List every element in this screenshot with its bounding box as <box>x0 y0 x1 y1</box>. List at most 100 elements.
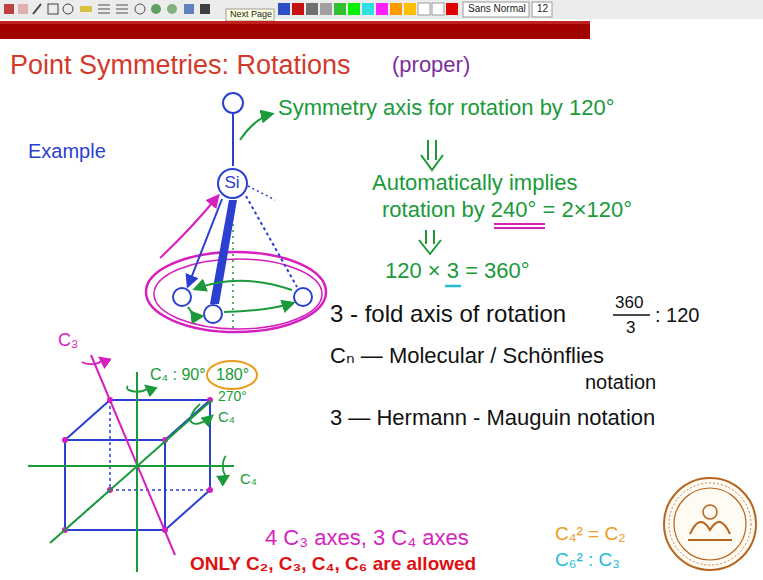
atom-circle: Si <box>217 168 248 199</box>
toolbar <box>0 0 763 19</box>
sio4-tetrahedron <box>204 305 222 323</box>
toolbar <box>348 3 360 15</box>
underline <box>613 314 650 316</box>
equation: C₆² : C₃ <box>555 549 620 571</box>
sio4-tetrahedron <box>246 196 297 287</box>
toolbar <box>532 2 552 17</box>
toolbar <box>116 5 128 13</box>
toolbar <box>418 3 430 15</box>
annotation: (proper) <box>392 52 470 77</box>
implies-arrow <box>421 140 443 170</box>
angle-label: 270° <box>218 388 247 404</box>
font-name: Sans Normal <box>468 3 526 15</box>
sio4-tetrahedron <box>248 186 275 200</box>
cube <box>50 400 212 543</box>
sio4-tetrahedron <box>195 281 292 290</box>
toolbar <box>184 4 194 14</box>
toolbar <box>432 3 444 15</box>
annotation: Symmetry axis for rotation by 120° <box>278 95 614 120</box>
toolbar <box>98 5 110 13</box>
sio4-tetrahedron <box>210 200 237 304</box>
toolbar <box>226 9 274 21</box>
toolbar <box>135 4 145 14</box>
fraction-part: 3 <box>626 318 635 338</box>
toolbar <box>446 3 458 15</box>
slide-title: Point Symmetries: Rotations <box>10 50 351 81</box>
toolbar <box>167 4 177 14</box>
institute-seal <box>688 539 732 541</box>
angle-label: 180° <box>216 366 249 384</box>
fraction-part: 360 <box>615 293 643 313</box>
cube <box>136 372 138 572</box>
toolbar <box>404 3 416 15</box>
toolbar <box>362 3 374 15</box>
cube <box>190 404 212 424</box>
cube <box>207 487 213 493</box>
axis-label: C₄ : 90° <box>150 366 206 384</box>
sio4-tetrahedron <box>160 196 218 258</box>
annotation: rotation by 240° = 2×120° <box>382 197 632 222</box>
atom-symbol: Si <box>224 174 239 193</box>
sio4-tetrahedron <box>294 288 312 306</box>
toolbar <box>18 4 28 14</box>
toolbar <box>292 3 304 15</box>
toolbar <box>48 4 58 14</box>
toolbar <box>376 3 388 15</box>
toolbar <box>33 4 41 14</box>
cube <box>207 361 257 389</box>
toolbar <box>334 3 346 15</box>
conclusion: ONLY C₂, C₃, C₄, C₆ are allowed <box>190 553 476 575</box>
sio4-tetrahedron <box>146 252 326 332</box>
cube <box>223 456 228 476</box>
sio4-tetrahedron <box>146 93 326 332</box>
toolbar <box>320 3 332 15</box>
cube <box>91 355 175 555</box>
sio4-tetrahedron <box>188 307 202 316</box>
fraction-part: : 120 <box>655 304 699 327</box>
cube <box>28 465 234 467</box>
sio4-tetrahedron <box>173 288 191 306</box>
toolbar <box>390 3 402 15</box>
tooltip: Next Page <box>230 9 272 19</box>
sio4-tetrahedron <box>240 114 272 140</box>
sio4-tetrahedron <box>154 259 322 329</box>
cube <box>28 355 257 572</box>
cube <box>82 358 101 364</box>
notation-name: 3 — Hermann - Mauguin notation <box>330 405 655 430</box>
notation-name: Cₙ — Molecular / Schönflies <box>330 343 604 368</box>
institute-seal <box>664 478 756 570</box>
institute-seal <box>664 478 756 570</box>
sio4-tetrahedron <box>188 199 222 286</box>
axis-label: C₄ <box>240 470 257 487</box>
underline <box>445 285 461 288</box>
annotation: Automatically implies <box>372 170 577 195</box>
sio4-tetrahedron <box>232 113 234 166</box>
toolbar <box>63 4 73 14</box>
sio4-tetrahedron <box>223 93 243 113</box>
implies-arrow <box>419 230 441 254</box>
toolbar <box>306 3 318 15</box>
toolbar <box>278 3 290 15</box>
toolbar <box>463 2 529 17</box>
title-bar <box>0 21 590 39</box>
axis-label: C₄ <box>218 408 235 425</box>
font-size: 12 <box>537 3 548 15</box>
institute-seal <box>703 505 717 519</box>
annotation: Example <box>28 140 106 163</box>
underline <box>494 224 545 228</box>
institute-seal <box>669 483 751 565</box>
cube <box>127 386 147 392</box>
institute-seal <box>674 488 746 560</box>
toolbar <box>200 4 210 14</box>
annotation: 3 - fold axis of rotation <box>330 300 566 328</box>
equation: C₄² = C₂ <box>555 523 626 545</box>
toolbar <box>4 4 14 14</box>
equation: 120 × 3 = 360° <box>385 258 530 283</box>
notation-name: notation <box>585 371 656 394</box>
toolbar <box>80 6 92 12</box>
toolbar <box>0 0 763 21</box>
title-bar <box>0 21 590 24</box>
